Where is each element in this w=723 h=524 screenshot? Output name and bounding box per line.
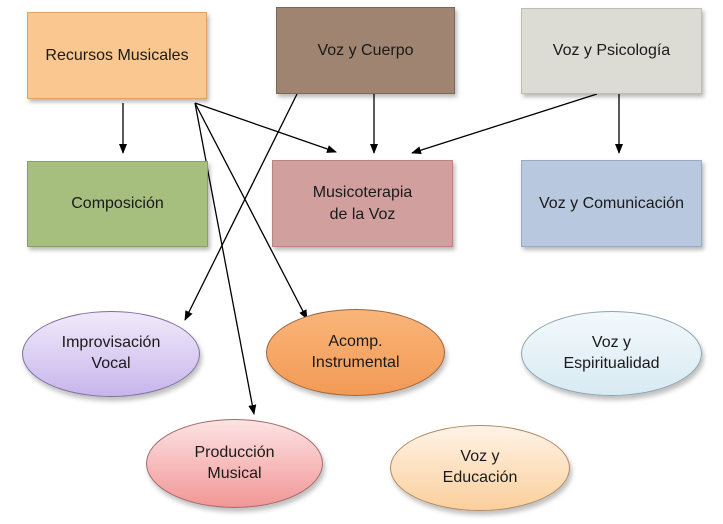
node-voz-y-educacion[interactable]: Voz y Educación — [390, 425, 570, 511]
node-voz-y-cuerpo[interactable]: Voz y Cuerpo — [276, 7, 455, 94]
node-voz-y-cuerpo-label: Voz y Cuerpo — [317, 41, 414, 59]
node-recursos-musicales-label: Recursos Musicales — [45, 46, 189, 64]
node-musicoterapia-label: Musicoterapia de la Voz — [312, 183, 413, 223]
arrow-recursos-to-produccion — [194, 102, 257, 415]
arrow-cuerpo-to-improvisacion — [184, 93, 298, 321]
node-composicion-label: Composición — [71, 195, 164, 213]
arrow-psicologia-to-musicoterapia — [411, 93, 598, 155]
arrow-recursos-to-acomp — [194, 102, 308, 320]
node-voz-y-espiritualidad[interactable]: Voz y Espiritualidad — [521, 311, 702, 396]
node-improvisacion-vocal[interactable]: Improvisación Vocal — [22, 311, 200, 397]
node-acomp-instrumental-label: Acomp. Instrumental — [311, 332, 400, 371]
node-produccion-musical-label: Producción Musical — [194, 443, 275, 482]
node-voz-y-espiritualidad-label: Voz y Espiritualidad — [563, 333, 660, 372]
node-voz-y-educacion-label: Voz y Educación — [442, 448, 518, 486]
arrow-recursos-to-musicoterapia — [194, 102, 337, 153]
node-produccion-musical[interactable]: Producción Musical — [146, 419, 323, 508]
node-recursos-musicales[interactable]: Recursos Musicales — [27, 12, 207, 99]
node-musicoterapia-de-la-voz[interactable]: Musicoterapia de la Voz — [272, 160, 453, 247]
node-acomp-instrumental[interactable]: Acomp. Instrumental — [266, 309, 445, 396]
node-voz-y-comunicacion[interactable]: Voz y Comunicación — [521, 160, 702, 247]
node-voz-y-psicologia[interactable]: Voz y Psicología — [521, 8, 702, 94]
node-voz-y-psicologia-label: Voz y Psicología — [552, 42, 671, 60]
node-voz-y-comunicacion-label: Voz y Comunicación — [539, 194, 684, 212]
node-composicion[interactable]: Composición — [27, 161, 208, 247]
node-improvisacion-vocal-label: Improvisación Vocal — [61, 334, 161, 372]
